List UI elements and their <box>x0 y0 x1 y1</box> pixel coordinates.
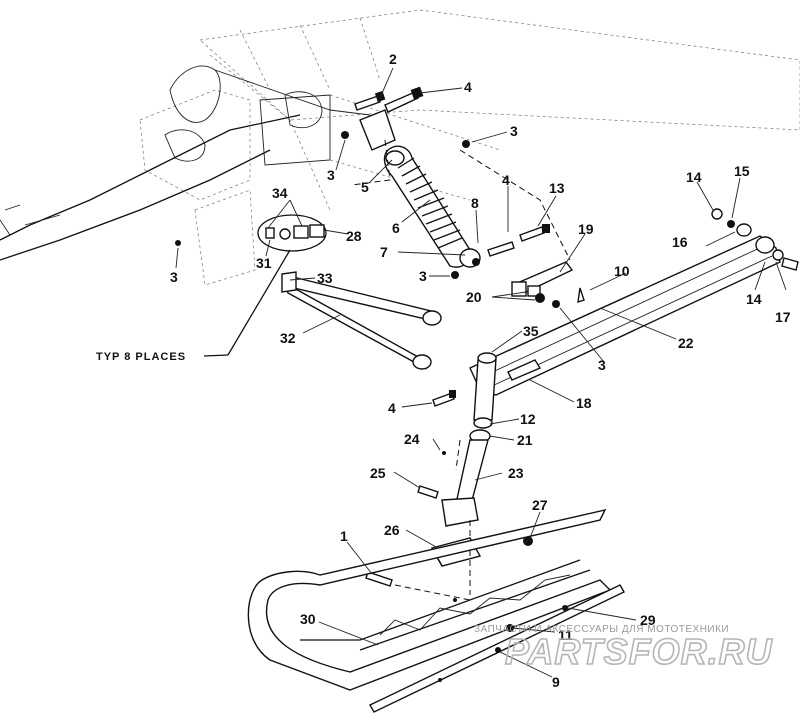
callout-34: 35 <box>523 323 539 339</box>
callout-9: 9 <box>552 674 560 690</box>
callout-22: 22 <box>678 335 694 351</box>
steering-bracket <box>511 261 585 308</box>
leader-lines <box>175 67 787 678</box>
watermark-caption: ЗАПЧАСТИ И АКСЕССУАРЫ ДЛЯ МОТОТЕХНИКИ <box>474 624 729 635</box>
radius-rods <box>281 271 442 370</box>
watermark: ЗАПЧАСТИ И АКСЕССУАРЫ ДЛЯ МОТОТЕХНИКИ PA… <box>474 624 773 673</box>
callout-11: 11 <box>558 627 573 643</box>
callout-30: 30 <box>300 611 316 627</box>
callout-4-mid: 4 <box>502 172 510 188</box>
bolt-2 <box>354 90 386 111</box>
callout-14-bottom: 14 <box>746 291 762 307</box>
callouts: 2 4 3 3 5 6 7 8 4 13 19 10 14 15 16 14 1… <box>96 51 791 690</box>
callout-35: 34 <box>272 185 288 201</box>
callout-6: 6 <box>392 220 400 236</box>
callout-16: 16 <box>672 234 688 250</box>
callout-17: 17 <box>775 309 791 325</box>
shock-absorber <box>383 145 481 268</box>
chassis-outline <box>0 9 800 286</box>
callout-32: 32 <box>280 330 296 346</box>
callout-19: 19 <box>578 221 594 237</box>
shock-mount-bracket <box>359 109 396 151</box>
callout-18: 18 <box>576 395 592 411</box>
ski <box>247 508 625 713</box>
callout-15: 15 <box>734 163 750 179</box>
callout-7: 7 <box>380 244 388 260</box>
callout-14-top: 14 <box>686 169 702 185</box>
callout-26: 26 <box>384 522 400 538</box>
callout-23: 23 <box>508 465 524 481</box>
callout-33: 33 <box>317 270 333 286</box>
callout-3-far-left: 3 <box>170 269 178 285</box>
callout-3-left: 3 <box>327 167 335 183</box>
callout-28: 28 <box>346 228 362 244</box>
tie-rod-parts <box>711 208 799 271</box>
callout-3-top-right: 3 <box>510 123 518 139</box>
callout-8: 8 <box>471 195 479 211</box>
detail-circle <box>257 214 327 252</box>
callout-3-mid: 3 <box>419 268 427 284</box>
callout-3-right: 3 <box>598 357 606 373</box>
callout-25: 25 <box>370 465 386 481</box>
callout-20: 20 <box>466 289 482 305</box>
callout-10: 10 <box>614 263 630 279</box>
callout-24: 24 <box>404 431 420 447</box>
callout-4-low: 4 <box>388 400 396 416</box>
callout-27: 27 <box>532 497 548 513</box>
watermark-brand: PARTSFOR.RU <box>505 631 773 672</box>
bolt-top <box>384 86 424 113</box>
callout-29: 29 <box>640 612 656 628</box>
spindle-assembly <box>441 235 781 527</box>
callout-12: 12 <box>520 411 536 427</box>
callout-2: 2 <box>389 51 397 67</box>
callout-21: 21 <box>517 432 533 448</box>
callout-1: 1 <box>340 528 348 544</box>
note-typ-8-places: TYP 8 PLACES <box>96 351 186 363</box>
callout-5: 5 <box>361 179 369 195</box>
callout-31: 31 <box>256 255 272 271</box>
callout-13: 13 <box>549 180 565 196</box>
callout-4-top: 4 <box>464 79 472 95</box>
